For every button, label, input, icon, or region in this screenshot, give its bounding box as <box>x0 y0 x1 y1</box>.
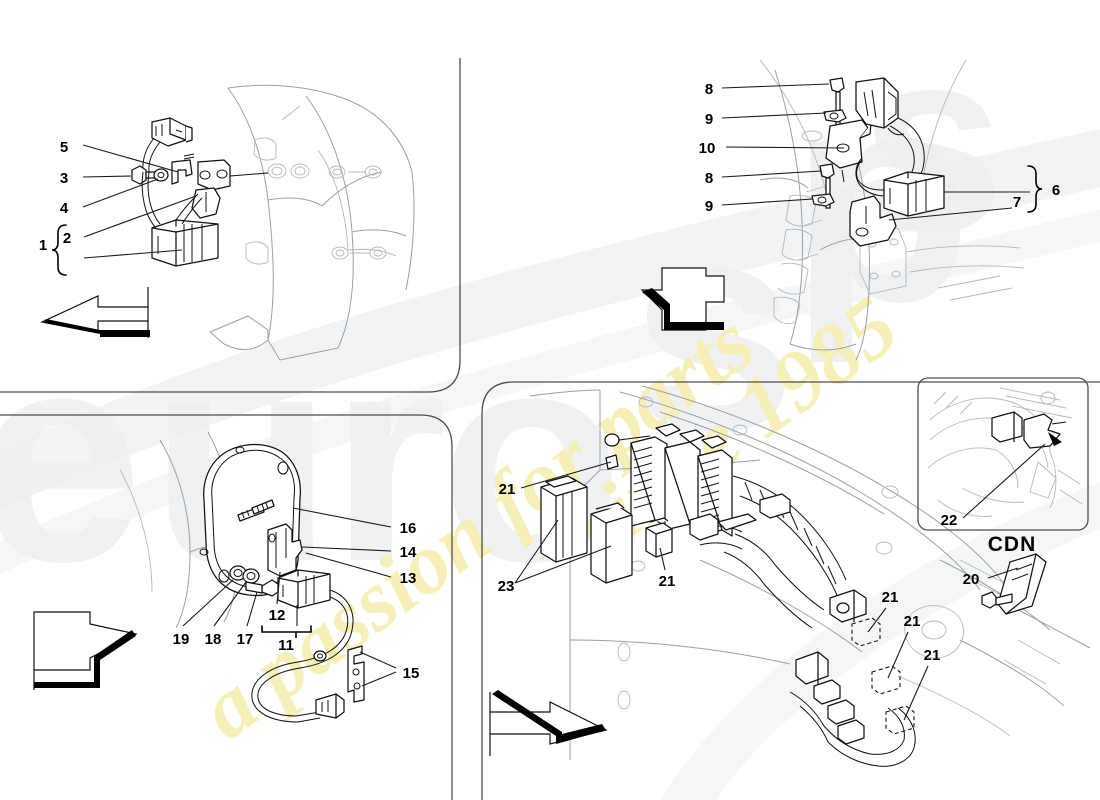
leader-line-16 <box>292 507 392 528</box>
inset-cdn-box <box>917 377 1089 531</box>
callout-5: 5 <box>60 139 68 156</box>
callout-2: 2 <box>63 230 71 247</box>
leader-line-12 <box>276 571 281 605</box>
leader-line-2 <box>83 195 197 238</box>
callout-8-b: 8 <box>705 170 713 187</box>
leader-line-4 <box>82 178 159 208</box>
bracket-11 <box>261 625 312 638</box>
divider-vertical-top <box>0 58 461 393</box>
callout-15: 15 <box>403 665 420 682</box>
leader-line-15a <box>359 651 397 669</box>
bracket-1 <box>51 224 67 276</box>
callout-21-a: 21 <box>499 481 516 498</box>
callout-21-b: 21 <box>659 573 676 590</box>
leader-line-9b <box>721 198 814 206</box>
leader-line-21b <box>659 547 666 571</box>
panel-bottom-left-art <box>33 431 365 723</box>
leader-line-9a <box>721 112 827 119</box>
leader-line-8b <box>721 170 822 178</box>
callout-7: 7 <box>1013 194 1021 211</box>
callout-9-b: 9 <box>705 198 713 215</box>
callout-19: 19 <box>173 631 190 648</box>
callout-13: 13 <box>400 570 417 587</box>
direction-arrow-bottom-right <box>489 690 608 756</box>
divider-bottom-right-top <box>481 381 1100 800</box>
leader-line-1 <box>83 249 183 259</box>
callout-21-c: 21 <box>882 589 899 606</box>
callout-6: 6 <box>1052 182 1060 199</box>
callout-11: 11 <box>278 637 294 654</box>
leader-line-10 <box>725 146 845 149</box>
callout-8-a: 8 <box>705 81 713 98</box>
leader-line-19 <box>182 579 234 627</box>
svg-text:e: e <box>0 288 143 624</box>
leader-line-8a <box>721 83 830 89</box>
callout-3: 3 <box>60 170 68 187</box>
inset-title-cdn: CDN <box>988 533 1037 556</box>
leader-line-18 <box>213 581 247 627</box>
leader-line-14 <box>301 546 392 552</box>
callout-23: 23 <box>498 578 515 595</box>
callout-12: 12 <box>269 607 286 624</box>
svg-text:r: r <box>330 288 447 624</box>
bracket-6 <box>1027 165 1043 213</box>
panel-bottom-right-art <box>489 377 1091 767</box>
leader-line-21c <box>867 607 887 633</box>
callout-9-a: 9 <box>705 111 713 128</box>
divider-bottom-left-top <box>0 414 453 800</box>
callout-14: 14 <box>400 544 417 561</box>
callout-18: 18 <box>205 631 222 648</box>
leader-line-17 <box>246 591 258 627</box>
leader-line-21a <box>520 461 612 489</box>
leader-line-21e <box>903 665 929 721</box>
direction-arrow-bottom-left <box>33 611 138 690</box>
panel-dividers <box>0 58 1100 800</box>
callout-21-e: 21 <box>924 647 941 664</box>
leader-line-22 <box>962 443 1046 519</box>
direction-arrow-top-right <box>640 267 725 331</box>
leader-line-13 <box>305 552 392 578</box>
panel-top-left-art <box>40 84 415 361</box>
leader-line-15b <box>361 671 397 687</box>
watermark-swooshes <box>0 128 1100 800</box>
callout-group-bottom-left: 16 14 13 12 11 17 18 19 15 <box>173 507 420 687</box>
callout-1: 1 <box>39 237 47 254</box>
callout-10: 10 <box>699 140 716 157</box>
callout-group-top-right: 8 9 10 8 9 6 7 <box>699 81 1060 221</box>
callout-21-d: 21 <box>904 613 921 630</box>
callout-4: 4 <box>60 200 69 217</box>
callout-group-top-left: 5 3 4 2 1 <box>39 139 197 276</box>
direction-arrow-top-left <box>40 287 150 338</box>
callout-22: 22 <box>941 512 958 529</box>
leader-line-3 <box>82 175 132 178</box>
callout-17: 17 <box>237 631 254 648</box>
callout-group-bottom-right: 21 23 21 21 21 21 20 22 CDN <box>498 443 1046 721</box>
leader-line-20 <box>987 567 1019 579</box>
callout-20: 20 <box>963 571 980 588</box>
leader-line-21d <box>887 631 909 679</box>
callout-16: 16 <box>400 520 417 537</box>
panel-top-right-art <box>640 59 1025 361</box>
leader-line-5 <box>82 144 179 173</box>
leader-line-7 <box>888 207 1013 221</box>
leader-line-23b <box>514 545 612 584</box>
leader-line-23a <box>514 519 559 584</box>
